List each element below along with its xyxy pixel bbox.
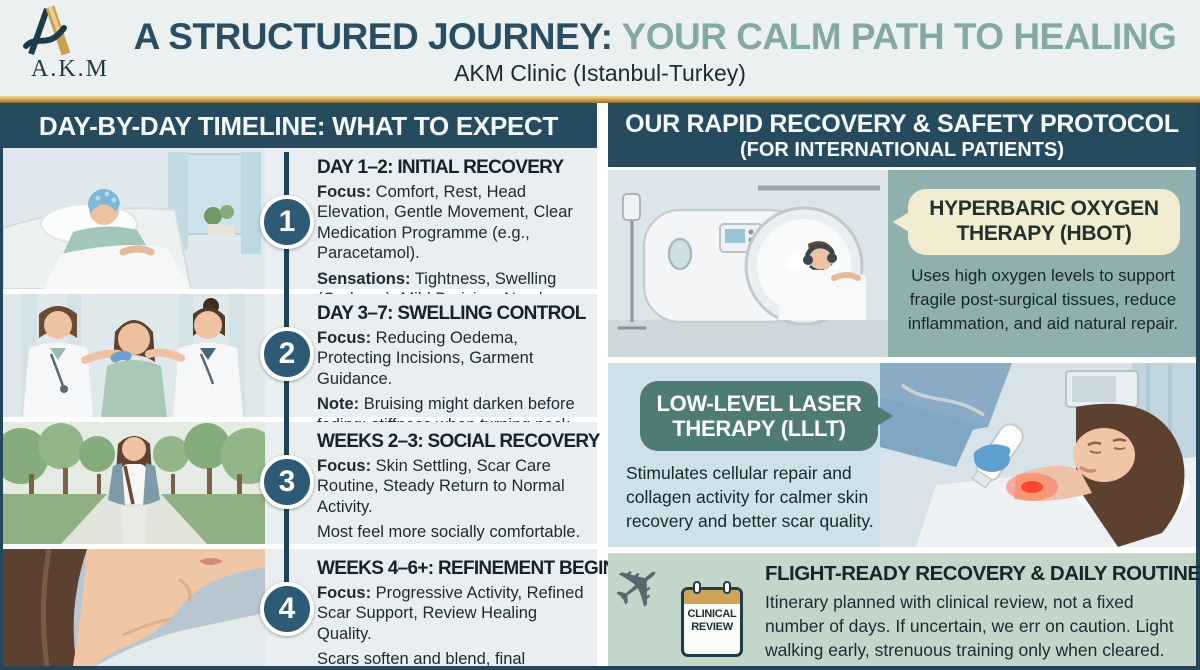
lllt-body: Stimulates cellular repair and collagen … bbox=[626, 463, 874, 532]
hbot-body: Uses high oxygen levels to support fragi… bbox=[907, 266, 1179, 334]
page-title: A STRUCTURED JOURNEY: YOUR CALM PATH TO … bbox=[115, 16, 1195, 58]
step-3-line-2-text: Most feel more socially comfortable. bbox=[317, 523, 581, 542]
step-3-title: WEEKS 2–3: SOCIAL RECOVERY bbox=[317, 431, 600, 452]
step-1-title: DAY 1–2: INITIAL RECOVERY bbox=[317, 157, 564, 178]
flight-title: FLIGHT-READY RECOVERY & DAILY ROUTINES bbox=[765, 562, 1200, 585]
doctors-examining-illustration bbox=[3, 294, 265, 417]
calendar-label: CLINICAL REVIEW bbox=[684, 608, 740, 633]
step-block-4: WEEKS 4–6+: REFINEMENT BEGINS Focus: Pro… bbox=[265, 549, 628, 668]
step-4-title: WEEKS 4–6+: REFINEMENT BEGINS bbox=[317, 558, 628, 579]
illustration-woman-walking-in-park bbox=[3, 422, 265, 544]
step-2-line-1-text: Reducing Oedema, Protecting Incisions, G… bbox=[317, 329, 534, 388]
page-title-accent: YOUR CALM PATH TO HEALING bbox=[621, 16, 1177, 57]
page-subtitle: AKM Clinic (Istanbul-Turkey) bbox=[454, 60, 746, 86]
frame-right bbox=[1196, 103, 1200, 670]
hbot-bubble: HYPERBARIC OXYGEN THERAPY (HBOT) bbox=[893, 189, 1180, 255]
step-block-3: WEEKS 2–3: SOCIAL RECOVERY Focus: Skin S… bbox=[265, 422, 600, 544]
header-bar: A.K.M A STRUCTURED JOURNEY: YOUR CALM PA… bbox=[0, 0, 1200, 96]
calendar-label-line2: REVIEW bbox=[691, 620, 733, 633]
akm-logo-mark-icon bbox=[23, 5, 71, 56]
step-3-line-1-label: Focus: bbox=[317, 457, 372, 475]
hyperbaric-chamber-illustration bbox=[608, 170, 888, 357]
right-panel-header: OUR RAPID RECOVERY & SAFETY PROTOCOL (FO… bbox=[608, 103, 1196, 167]
step-3-line-1-text: Skin Settling, Scar Care Routine, Steady… bbox=[317, 457, 565, 516]
illustration-patient-in-hyperbaric-chamber bbox=[608, 170, 888, 357]
calendar-icon: CLINICAL REVIEW bbox=[681, 581, 743, 657]
frame-bottom bbox=[0, 666, 1200, 670]
step-1-line-1-label: Focus: bbox=[317, 183, 372, 201]
step-3-line-2: Most feel more socially comfortable. bbox=[317, 522, 589, 542]
calendar-header bbox=[684, 590, 740, 604]
calendar-ring-icon bbox=[723, 581, 731, 594]
akm-logo: A.K.M bbox=[20, 4, 120, 83]
lllt-bubble: LOW-LEVEL LASER THERAPY (LLLT) bbox=[640, 381, 893, 451]
step-block-1: DAY 1–2: INITIAL RECOVERY Focus: Comfort… bbox=[265, 148, 597, 308]
laser-treatment-illustration bbox=[880, 363, 1196, 547]
step-4-line-2: Scars soften and blend, final definition… bbox=[317, 649, 589, 670]
step-block-2: DAY 3–7: SWELLING CONTROL Focus: Reducin… bbox=[265, 294, 597, 434]
calendar-ring-icon bbox=[693, 581, 701, 594]
step-1-line-1-text: Comfort, Rest, Head Elevation, Gentle Mo… bbox=[317, 183, 573, 263]
frame-left bbox=[0, 103, 3, 670]
illustration-patient-resting-in-hospital-bed bbox=[3, 148, 265, 289]
step-2-line-1: Focus: Reducing Oedema, Protecting Incis… bbox=[317, 328, 589, 389]
step-4-line-1-text: Progressive Activity, Refined Scar Suppo… bbox=[317, 584, 584, 643]
illustration-refined-neck-result-closeup bbox=[3, 549, 265, 666]
left-panel-header: DAY-BY-DAY TIMELINE: WHAT TO EXPECT bbox=[0, 103, 597, 150]
step-2-line-2-label: Note: bbox=[317, 395, 360, 414]
park-walk-illustration bbox=[3, 422, 265, 544]
akm-logo-text: A.K.M bbox=[30, 56, 109, 82]
page-title-prefix: A STRUCTURED JOURNEY: bbox=[133, 16, 622, 57]
step-3-line-1: Focus: Skin Settling, Scar Care Routine,… bbox=[317, 456, 589, 517]
step-4-line-1: Focus: Progressive Activity, Refined Sca… bbox=[317, 583, 589, 644]
step-2-title: DAY 3–7: SWELLING CONTROL bbox=[317, 303, 586, 324]
flight-body: Itinerary planned with clinical review, … bbox=[765, 592, 1174, 660]
illustration-doctors-examining-patient-neck bbox=[3, 294, 265, 417]
step-circle-4: 4 bbox=[260, 582, 314, 636]
patient-resting-illustration bbox=[3, 148, 265, 289]
step-1-line-1: Focus: Comfort, Rest, Head Elevation, Ge… bbox=[317, 182, 589, 264]
right-panel-header-line1: OUR RAPID RECOVERY & SAFETY PROTOCOL bbox=[625, 110, 1179, 138]
step-1-line-2-label: Sensations: bbox=[317, 269, 411, 288]
neck-closeup-illustration bbox=[3, 549, 265, 666]
step-2-line-1-label: Focus: bbox=[317, 329, 372, 347]
right-panel-header-line2: (FOR INTERNATIONAL PATIENTS) bbox=[739, 139, 1065, 161]
illustration-low-level-laser-neck-treatment bbox=[880, 363, 1196, 547]
calendar-label-line1: CLINICAL bbox=[687, 608, 737, 620]
step-circle-3: 3 bbox=[260, 455, 314, 509]
step-circle-1: 1 bbox=[260, 195, 314, 249]
step-4-line-1-label: Focus: bbox=[317, 584, 372, 602]
step-4-line-2-text: Scars soften and blend, final definition… bbox=[317, 650, 526, 669]
step-circle-2: 2 bbox=[260, 327, 314, 381]
gold-divider bbox=[0, 96, 1200, 103]
